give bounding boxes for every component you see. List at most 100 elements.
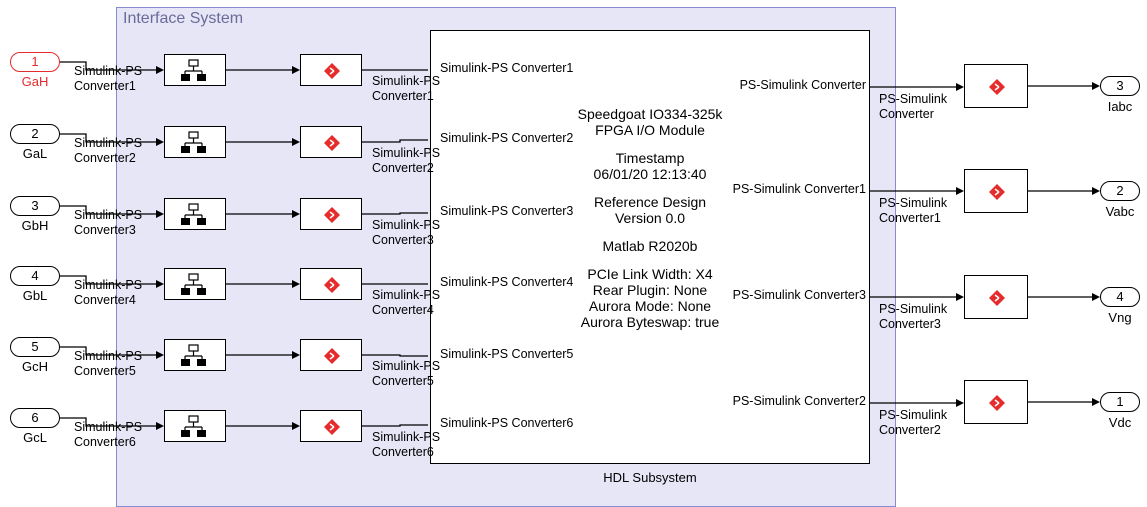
data-type-conversion-block[interactable] [164,126,226,158]
red-diamond-icon [989,184,1005,200]
data-type-conversion-block[interactable] [164,268,226,300]
inport-6[interactable]: 6 [10,408,60,428]
label-line: PS-Simulink [879,302,948,316]
inport-name: GbH [21,218,49,233]
red-diamond-icon [989,79,1005,95]
simulink-ps-converter-block[interactable] [300,198,362,230]
simulink-ps-converter-block[interactable] [300,126,362,158]
arrowhead [292,422,300,430]
description-line: Aurora Byteswap: true [580,314,720,330]
ps-simulink-converter-block[interactable] [964,380,1028,424]
hdl-input-port-label: Simulink-PS Converter2 [440,131,574,145]
arrowhead [292,138,300,146]
hdl-input-port-label: Simulink-PS Converter1 [440,61,574,75]
inport-2[interactable]: 2 [10,124,60,144]
wire [362,212,428,215]
red-diamond-icon [989,290,1005,306]
outport-3[interactable]: 3 [1100,76,1140,96]
label-line: Converter [879,107,934,121]
label-line: Simulink-PS [372,359,441,373]
label-line: Simulink-PS [372,430,441,444]
arrowhead [292,280,300,288]
label-line: Converter6 [74,435,136,449]
label-line: Converter1 [372,89,434,103]
wire-in [60,346,158,356]
arrowhead [156,422,164,430]
inport-name: GbL [22,288,48,303]
hdl-input-port-label: Simulink-PS Converter4 [440,275,574,289]
outport-4[interactable]: 4 [1100,287,1140,307]
arrowhead [292,210,300,218]
outport-1[interactable]: 1 [1100,392,1140,412]
simulink-ps-converter-block[interactable] [300,410,362,442]
description-line: PCIe Link Width: X4 [587,266,713,282]
inport-4[interactable]: 4 [10,266,60,286]
simulink-ps-converter-block[interactable] [300,54,362,86]
spacer [431,226,869,238]
ps-simulink-converter-block[interactable] [964,64,1028,108]
arrowhead [956,83,964,91]
simulink-ps-converter-block[interactable] [300,339,362,371]
label-line: Converter3 [74,223,136,237]
outport-name: Vabc [1105,204,1135,219]
network-grid-icon [181,131,206,153]
red-diamond-icon [324,348,340,364]
label-line: Converter4 [74,293,136,307]
label-line: Converter2 [372,161,434,175]
hdl-input-port-label: Simulink-PS Converter3 [440,204,574,218]
description-line: Rear Plugin: None [592,282,708,298]
inport-name: GaL [22,146,48,161]
outport-name: Vng [1108,310,1132,325]
inport-3[interactable]: 3 [10,196,60,216]
arrowhead [956,399,964,407]
data-type-conversion-block[interactable] [164,410,226,442]
hdl-output-port-label: PS-Simulink Converter1 [732,182,866,196]
data-type-conversion-block[interactable] [164,198,226,230]
description-line: 06/01/20 12:13:40 [593,166,707,182]
red-diamond-icon [324,207,340,223]
outport-2[interactable]: 2 [1100,181,1140,201]
network-grid-icon [181,203,206,225]
label-line: Simulink-PS [74,64,143,78]
inport-5[interactable]: 5 [10,337,60,357]
data-type-conversion-block[interactable] [164,339,226,371]
description-line: Version 0.0 [614,210,686,226]
red-diamond-icon [324,419,340,435]
label-line: Simulink-PS [74,278,143,292]
hdl-output-port-label: PS-Simulink Converter3 [732,288,866,302]
label-line: Simulink-PS [74,349,143,363]
label-line: Simulink-PS [74,420,143,434]
ps-simulink-converter-block[interactable] [964,275,1028,319]
label-line: PS-Simulink [879,196,948,210]
wire [362,354,428,357]
arrowhead [292,66,300,74]
arrowhead [1092,187,1100,195]
inport-name: GcL [23,430,47,445]
arrowhead [1092,398,1100,406]
ps-simulink-converter-block[interactable] [964,169,1028,213]
data-type-conversion-block[interactable] [164,54,226,86]
simulink-ps-converter-block[interactable] [300,268,362,300]
inport-name: GaH [21,74,49,89]
arrowhead [156,351,164,359]
inport-1[interactable]: 1 [10,52,60,72]
wire-in [60,205,158,215]
arrowhead [1092,293,1100,301]
network-grid-icon [181,59,206,81]
hdl-output-port-label: PS-Simulink Converter [739,78,866,92]
label-line: Converter5 [372,374,434,388]
label-line: Converter3 [372,233,434,247]
